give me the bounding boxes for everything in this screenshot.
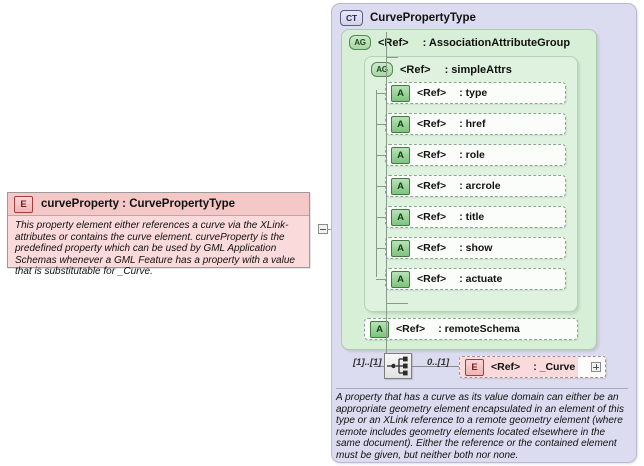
expand-icon[interactable] [591, 362, 601, 372]
type-panel-header: CT CurvePropertyType [340, 10, 476, 26]
curve-row-content: E <Ref> : _Curve [460, 358, 576, 376]
attribute-row-href[interactable]: A <Ref> : href [385, 113, 566, 135]
cardinality-label-right: 0..[1] [427, 357, 450, 368]
attribute-row-arcrole[interactable]: A <Ref> : arcrole [385, 175, 566, 197]
attribute-icon: A [391, 177, 410, 195]
connector-main-spine [386, 32, 387, 371]
curve-property-type-panel: CT CurvePropertyType AG <Ref> : Associat… [331, 3, 637, 463]
attribute-group-simple-attrs-ref: <Ref> [400, 63, 431, 76]
curve-ref: <Ref> [491, 361, 521, 373]
connector-branch [376, 155, 385, 156]
type-panel-title: CurvePropertyType [370, 12, 476, 24]
attribute-ref: <Ref> [417, 87, 447, 99]
element-icon: E [14, 195, 33, 213]
attribute-ref: <Ref> [417, 149, 447, 161]
curve-row-fill [460, 357, 578, 377]
attribute-group-association[interactable]: AG <Ref> : AssociationAttributeGroup AG … [341, 29, 597, 350]
attribute-row-remote-schema[interactable]: A <Ref> : remoteSchema [364, 318, 578, 340]
connector-spine [376, 90, 377, 277]
element-icon: E [465, 358, 484, 376]
attribute-icon: A [370, 320, 389, 338]
attribute-row-title[interactable]: A <Ref> : title [385, 206, 566, 228]
curve-name: : _Curve [533, 361, 576, 373]
attribute-group-association-name: : AssociationAttributeGroup [422, 36, 571, 49]
attribute-group-icon: AG [371, 62, 393, 77]
attribute-icon: A [391, 270, 410, 288]
connector-line-to-curve [412, 366, 459, 367]
attribute-group-association-header: AG <Ref> : AssociationAttributeGroup [349, 35, 570, 50]
divider [336, 388, 628, 389]
curve-property-header: E curveProperty : CurvePropertyType [8, 193, 309, 216]
attribute-icon: A [391, 115, 410, 133]
attribute-name: : title [459, 211, 485, 223]
attribute-icon: A [391, 84, 410, 102]
attribute-row-type[interactable]: A <Ref> : type [385, 82, 566, 104]
attribute-icon: A [391, 239, 410, 257]
attribute-icon: A [391, 146, 410, 164]
sequence-icon[interactable] [384, 353, 412, 379]
connector-branch [376, 217, 385, 218]
attribute-ref: <Ref> [417, 211, 447, 223]
attribute-name: : href [459, 118, 486, 130]
attribute-row-show[interactable]: A <Ref> : show [385, 237, 566, 259]
attribute-name: : role [459, 149, 485, 161]
curve-property-element-box[interactable]: E curveProperty : CurvePropertyType This… [7, 192, 310, 277]
attribute-group-icon: AG [349, 35, 371, 50]
attribute-ref: <Ref> [417, 118, 447, 130]
attribute-icon: A [391, 208, 410, 226]
attribute-name: : show [459, 242, 493, 254]
connector-branch [376, 279, 385, 280]
cardinality-label-left: [1]..[1] [353, 357, 382, 368]
connector-branch [376, 93, 385, 94]
sequence-glyph [387, 356, 408, 376]
attribute-group-association-ref: <Ref> [378, 36, 409, 49]
attribute-name: : arcrole [459, 180, 501, 192]
attribute-row-actuate[interactable]: A <Ref> : actuate [385, 268, 566, 290]
connector-line-to-sequence [374, 366, 386, 367]
connector-branch [376, 186, 385, 187]
attribute-name: : actuate [459, 273, 503, 285]
complex-type-icon: CT [340, 10, 363, 26]
attribute-ref: <Ref> [417, 242, 447, 254]
curve-element-row[interactable]: E <Ref> : _Curve [459, 356, 606, 378]
attribute-name: : type [459, 87, 488, 99]
attribute-ref: <Ref> [417, 273, 447, 285]
attribute-name: : remoteSchema [438, 323, 520, 335]
attribute-group-simple-attrs[interactable]: AG <Ref> : simpleAttrs A <Ref> : type A … [364, 56, 578, 312]
curve-property-documentation: This property element either references … [8, 216, 309, 277]
connector-to-simple-attrs [386, 57, 398, 58]
attribute-ref: <Ref> [417, 180, 447, 192]
attribute-group-simple-attrs-header: AG <Ref> : simpleAttrs [371, 62, 512, 77]
connector-branch [376, 248, 385, 249]
curve-property-title: curveProperty : CurvePropertyType [41, 198, 236, 210]
type-documentation: A property that has a curve as its value… [336, 392, 624, 461]
attribute-ref: <Ref> [396, 323, 426, 335]
connector-to-remote-schema [386, 303, 408, 304]
connector-branch [376, 124, 385, 125]
attribute-row-role[interactable]: A <Ref> : role [385, 144, 566, 166]
attribute-group-simple-attrs-name: : simpleAttrs [444, 63, 512, 76]
